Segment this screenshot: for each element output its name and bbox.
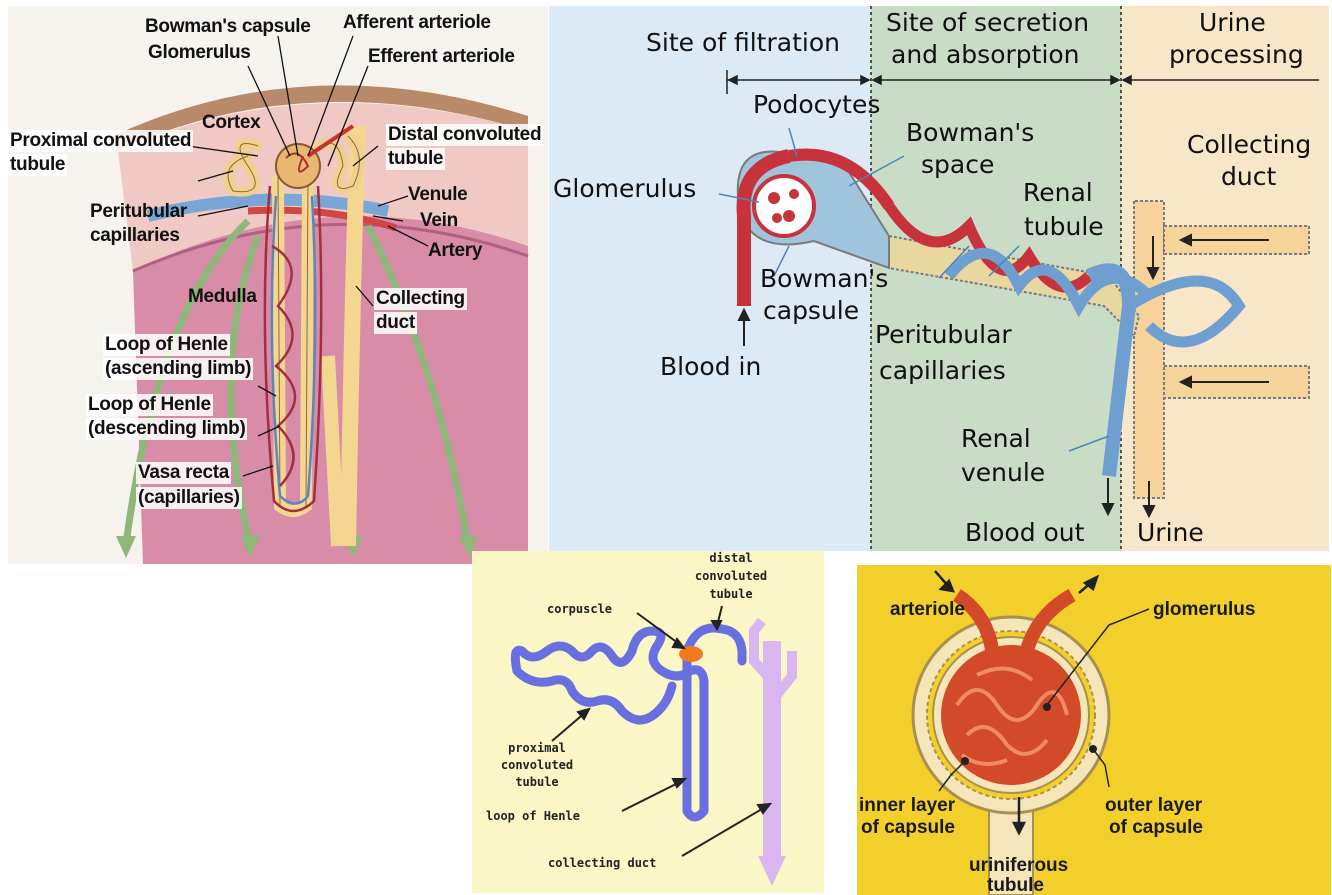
collecting-duct-shape <box>1134 201 1164 498</box>
nephron-section-illustration <box>8 6 548 564</box>
nephron-schematic: distal convoluted tubule corpuscle proxi… <box>472 551 824 893</box>
label-collecting-duct: collecting duct <box>548 856 656 871</box>
label-site-of-secretion-line2: and absorption <box>891 40 1080 70</box>
label-renal-venule-line1: Renal <box>961 424 1031 454</box>
label-glomerulus: Glomerulus <box>148 42 251 64</box>
label-loop-descending-line1: Loop of Henle <box>86 394 213 416</box>
label-collecting-line2: duct <box>374 312 417 334</box>
label-arteriole: arteriole <box>890 599 965 620</box>
schematic-duct-arrowhead <box>758 856 786 886</box>
label-loop-of-henle: loop of Henle <box>486 809 580 824</box>
label-peritubular-line1: Peritubular <box>875 320 1012 350</box>
nephron-schematic-illustration <box>472 551 824 893</box>
label-peritubular-line2: capillaries <box>90 225 180 247</box>
label-collecting-duct-line2: duct <box>1221 162 1276 192</box>
label-glomerulus: glomerulus <box>1153 599 1255 620</box>
label-blood-out: Blood out <box>965 518 1084 548</box>
label-distal-line3: tubule <box>676 587 786 602</box>
label-loop-ascending-line1: Loop of Henle <box>103 334 230 356</box>
label-bowmans-capsule: Bowman's capsule <box>145 16 311 38</box>
label-renal-venule-line2: venule <box>961 458 1045 488</box>
label-distal-line2: convoluted <box>676 569 786 584</box>
label-peritubular-line1: Peritubular <box>90 201 187 223</box>
label-outer-layer-line1: outer layer <box>1105 795 1202 816</box>
nephron-section-diagram: Bowman's capsule Afferent arteriole Glom… <box>8 6 548 564</box>
label-loop-descending-line2: (descending limb) <box>86 418 247 440</box>
label-proximal-line1: proximal <box>472 741 602 756</box>
label-corpuscle: corpuscle <box>547 602 612 617</box>
label-podocytes: Podocytes <box>753 90 880 120</box>
label-loop-ascending-line2: (ascending limb) <box>103 358 253 380</box>
label-proximal-line1: Proximal convoluted <box>8 130 193 152</box>
label-distal-line1: distal <box>676 551 786 566</box>
label-vasa-recta-line1: Vasa recta <box>136 462 231 484</box>
label-urine-processing-line1: Urine <box>1199 8 1266 38</box>
label-peritubular-line2: capillaries <box>879 356 1006 386</box>
label-glomerulus: Glomerulus <box>553 174 696 204</box>
label-urine-processing-line2: processing <box>1169 40 1304 70</box>
label-inner-layer-line1: inner layer <box>859 795 955 816</box>
label-renal-tubule-line2: tubule <box>1024 212 1104 242</box>
label-vein: Vein <box>420 210 458 232</box>
glomerulus-shape <box>754 176 814 236</box>
nephron-zones-illustration <box>549 6 1329 551</box>
collecting-duct-lower <box>328 356 338 546</box>
nephron-zones-diagram: Site of filtration Site of secretion and… <box>549 6 1329 551</box>
label-vasa-recta-line2: (capillaries) <box>136 487 242 509</box>
label-proximal-line2: convoluted <box>472 758 602 773</box>
label-uriniferous-line1: uriniferous <box>969 855 1068 876</box>
label-bowmans-space-line2: space <box>921 150 994 180</box>
label-artery: Artery <box>428 240 482 262</box>
label-venule: Venule <box>408 184 467 206</box>
label-blood-in: Blood in <box>660 352 761 382</box>
label-outer-layer-line2: of capsule <box>1109 817 1203 838</box>
label-distal-line2: tubule <box>386 148 445 170</box>
label-distal-line1: Distal convoluted <box>386 124 543 146</box>
label-efferent-arteriole: Efferent arteriole <box>368 46 515 68</box>
label-site-of-secretion-line1: Site of secretion <box>886 8 1089 38</box>
label-site-of-filtration: Site of filtration <box>646 28 840 58</box>
label-cortex: Cortex <box>202 112 260 134</box>
label-renal-tubule-line1: Renal <box>1023 178 1093 208</box>
label-uriniferous-line2: tubule <box>987 875 1044 895</box>
label-proximal-line2: tubule <box>8 154 67 176</box>
label-afferent-arteriole: Afferent arteriole <box>343 12 491 34</box>
label-inner-layer-line2: of capsule <box>861 817 955 838</box>
label-bowmans-capsule-line2: capsule <box>763 296 859 326</box>
label-collecting-duct-line1: Collecting <box>1187 130 1311 160</box>
label-collecting-line1: Collecting <box>374 288 467 310</box>
label-bowmans-space-line1: Bowman's <box>906 118 1034 148</box>
glomerulus-capsule-diagram: arteriole glomerulus inner layer of caps… <box>857 565 1331 895</box>
label-bowmans-capsule-line1: Bowman's <box>760 264 888 294</box>
label-urine: Urine <box>1137 518 1204 548</box>
label-proximal-line3: tubule <box>472 775 602 790</box>
label-medulla: Medulla <box>188 286 257 308</box>
